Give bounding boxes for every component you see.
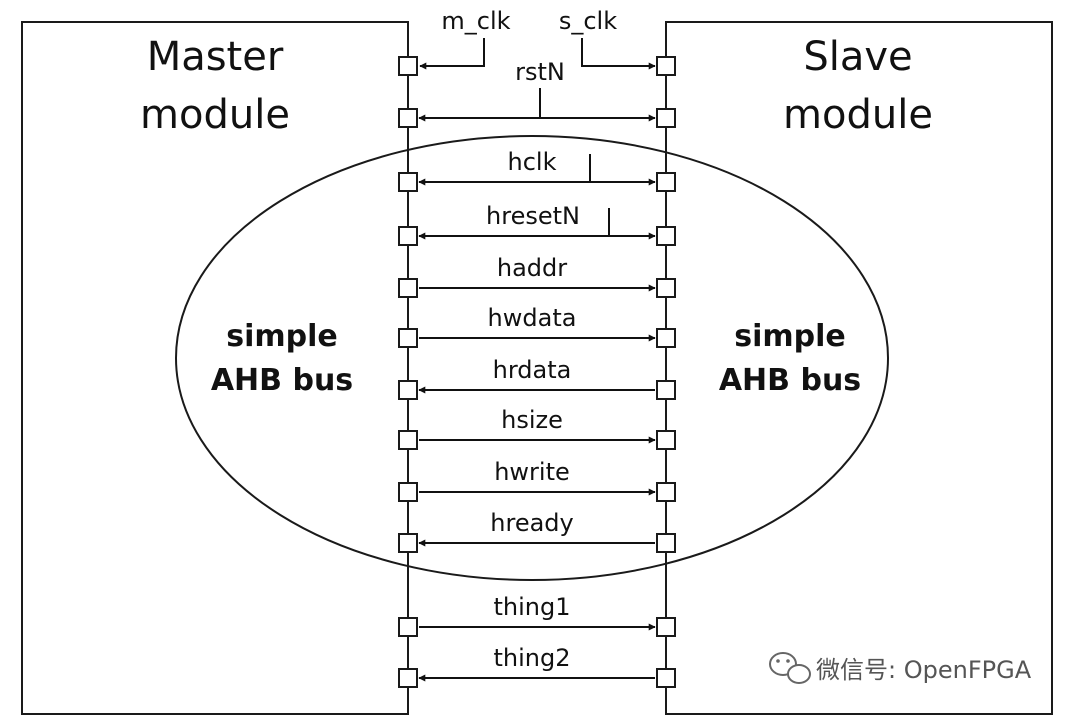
signal-label-hsize: hsize: [501, 406, 563, 434]
slave-port: [656, 56, 676, 76]
signal-label-thing1: thing1: [493, 593, 570, 621]
slave-title-line1: Slave: [803, 34, 912, 80]
watermark-text: 微信号: OpenFPGA: [816, 656, 1032, 684]
slave-port: [656, 533, 676, 553]
signal-label-hwrite: hwrite: [494, 458, 570, 486]
signal-label-hresetN: hresetN: [486, 202, 580, 230]
slave-port: [656, 328, 676, 348]
bus-label-left-line1: simple: [226, 319, 338, 354]
master-port: [398, 226, 418, 246]
signal-label-thing2: thing2: [493, 644, 570, 672]
master-port: [398, 56, 418, 76]
master-port: [398, 108, 418, 128]
signal-label-hwdata: hwdata: [488, 304, 577, 332]
wechat-icon: [769, 652, 811, 684]
m-clk-label: m_clk: [441, 7, 510, 35]
master-port: [398, 668, 418, 688]
master-port: [398, 380, 418, 400]
signal-label-rstN: rstN: [515, 58, 565, 86]
master-port: [398, 533, 418, 553]
slave-port: [656, 380, 676, 400]
signal-label-hready: hready: [490, 509, 573, 537]
slave-port: [656, 226, 676, 246]
bus-label-right-line2: AHB bus: [719, 363, 861, 398]
master-port: [398, 430, 418, 450]
signal-group: rstN hclk hresetN haddr hwdata hrdata hsize hwr…: [398, 22, 676, 714]
master-title-line2: module: [140, 92, 290, 138]
slave-port: [656, 668, 676, 688]
master-port: [398, 328, 418, 348]
s-clk-wire: [581, 38, 656, 70]
m-clk-wire: [419, 38, 485, 70]
watermark: 微信号: OpenFPGA: [769, 652, 1032, 684]
ahb-bus-ellipse: [175, 135, 889, 581]
master-port: [398, 617, 418, 637]
slave-port: [656, 617, 676, 637]
slave-port: [656, 108, 676, 128]
signal-label-hclk: hclk: [508, 148, 557, 176]
master-port: [398, 278, 418, 298]
signal-label-haddr: haddr: [497, 254, 567, 282]
slave-port: [656, 430, 676, 450]
bus-label-right-line1: simple: [734, 319, 846, 354]
master-port: [398, 482, 418, 502]
slave-port: [656, 482, 676, 502]
s-clk-label: s_clk: [559, 7, 617, 35]
master-port: [398, 172, 418, 192]
slave-port: [656, 278, 676, 298]
master-title-line1: Master: [147, 34, 284, 80]
bus-label-left-line2: AHB bus: [211, 363, 353, 398]
slave-title-line2: module: [783, 92, 933, 138]
signal-label-hrdata: hrdata: [493, 356, 572, 384]
slave-port: [656, 172, 676, 192]
